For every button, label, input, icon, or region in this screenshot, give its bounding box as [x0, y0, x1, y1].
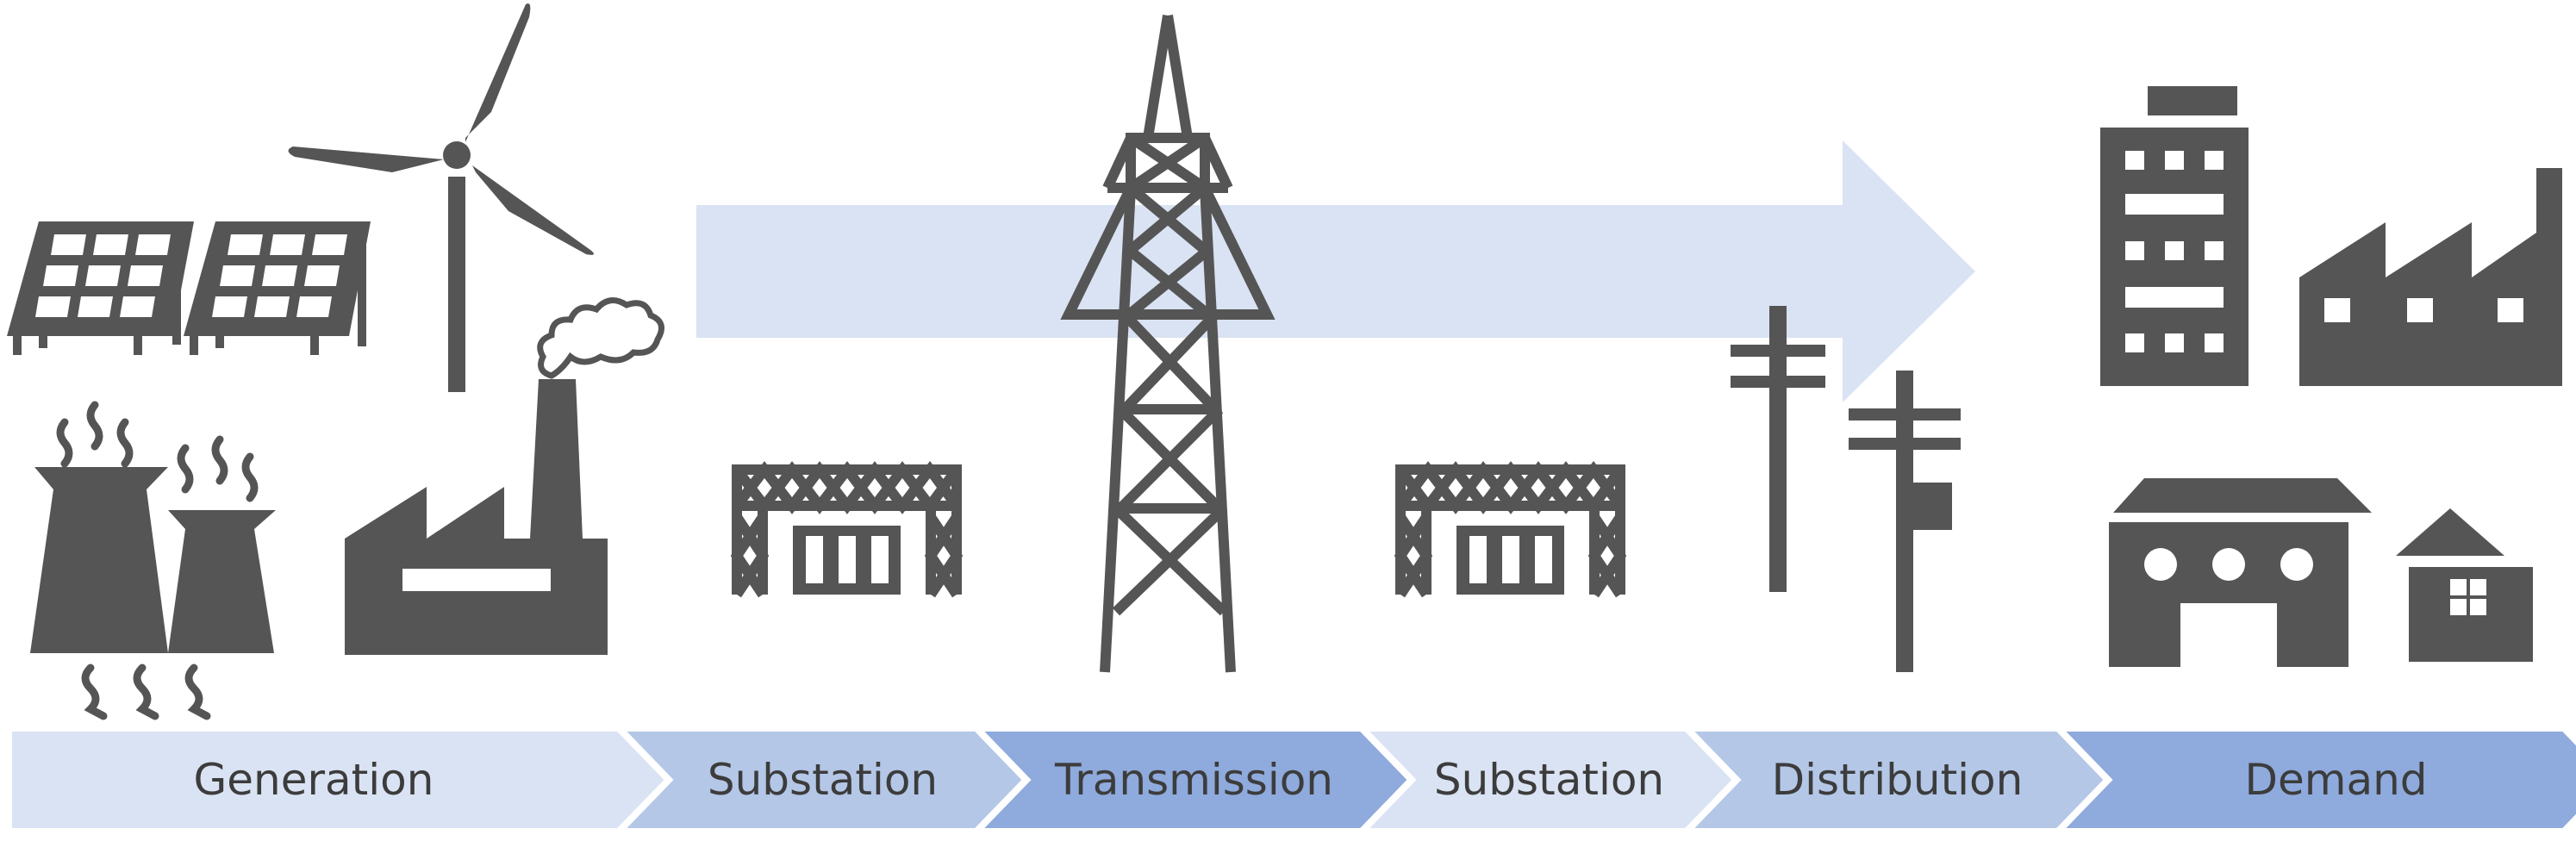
- warehouse-icon: [2109, 478, 2372, 667]
- stage-bar: Generation Substation Transmission Substati…: [5, 725, 2576, 835]
- factory-icon: [2299, 168, 2562, 386]
- power-plant-icon: [345, 379, 608, 655]
- house-icon: [2396, 508, 2533, 662]
- stage-label: Substation: [1434, 755, 1664, 805]
- cooling-tower-icon: [30, 467, 276, 653]
- steam-icon: [56, 401, 259, 502]
- flow-arrow: [696, 140, 1975, 402]
- smoke-icon: [537, 297, 664, 379]
- stage-label: Substation: [708, 755, 938, 805]
- stage-label: Demand: [2244, 755, 2427, 805]
- solar-panel-icon: [7, 221, 194, 355]
- heat-waves-icon: [81, 663, 211, 720]
- stage-chevron: [2049, 725, 2576, 835]
- stage-label: Transmission: [1054, 755, 1333, 805]
- transmission-tower-icon: [1060, 15, 1276, 673]
- substation-icon: [1394, 460, 1627, 598]
- office-building-icon: [2100, 86, 2249, 386]
- distribution-pole-icon: [1849, 371, 1961, 672]
- stage-label: Generation: [194, 755, 434, 805]
- solar-panel-icon: [184, 221, 371, 355]
- stage-label: Distribution: [1772, 755, 2024, 805]
- substation-icon: [730, 460, 964, 598]
- distribution-pole-icon: [1731, 306, 1825, 592]
- wind-turbine-icon: [288, 3, 594, 392]
